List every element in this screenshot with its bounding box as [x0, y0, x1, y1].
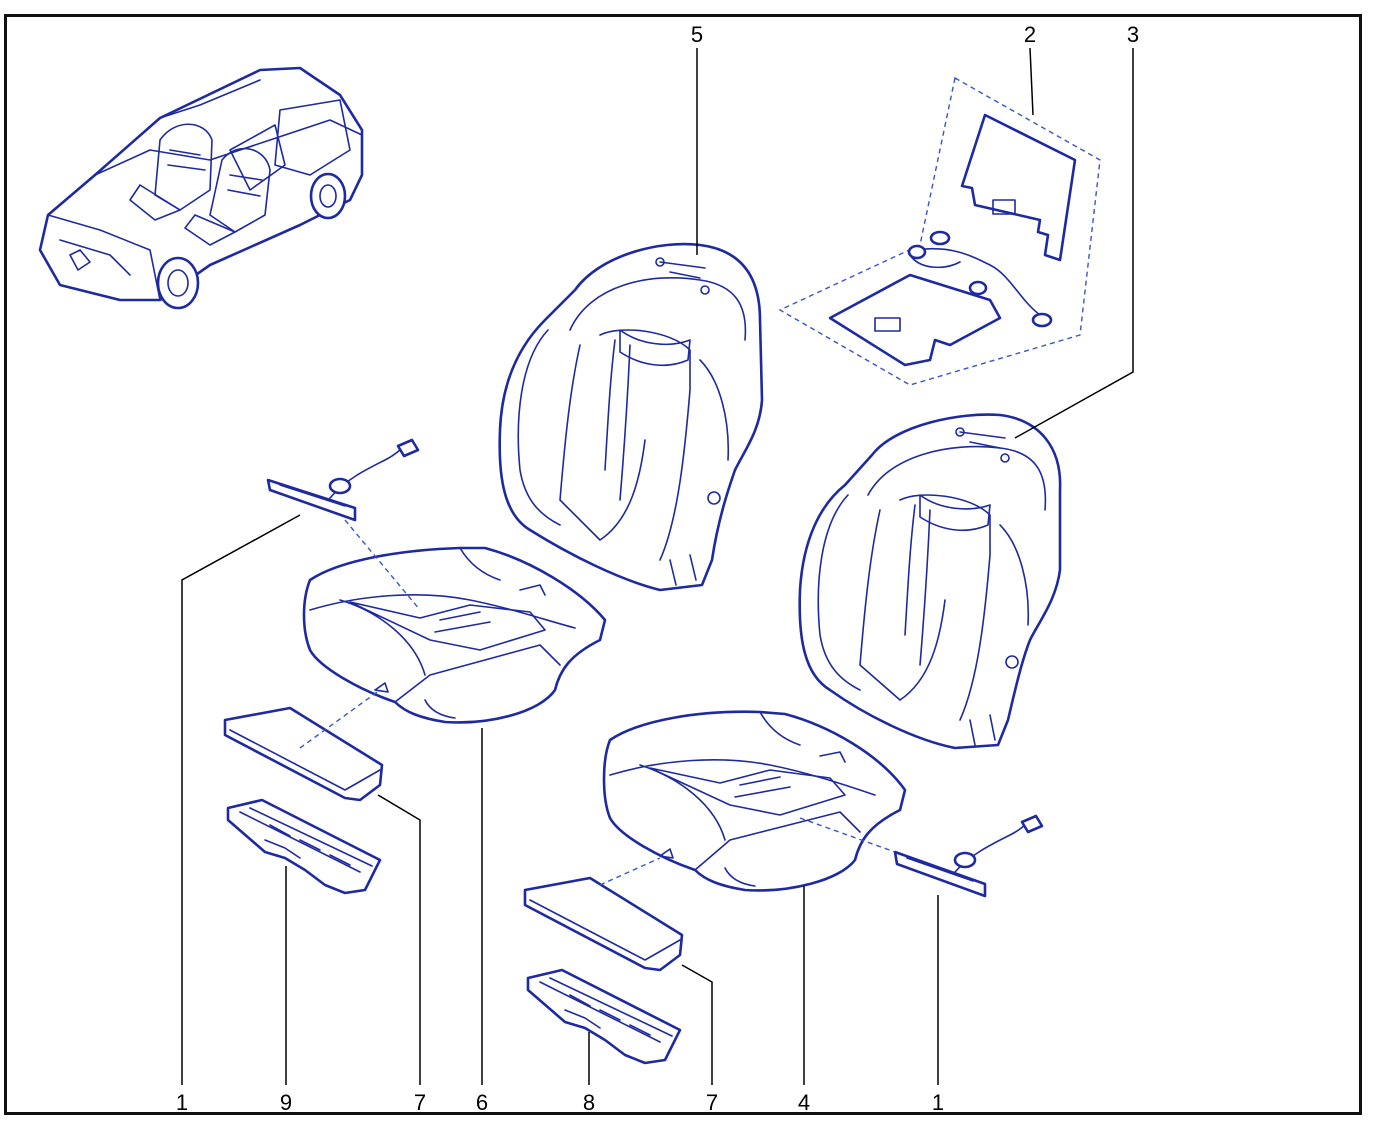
vehicle-thumbnail-icon: [38, 66, 364, 310]
callout-labels: 5 2 3 1 9 7 6 8 7 4 1: [176, 22, 1139, 1115]
callout-6: 6: [476, 1090, 488, 1115]
leader-lines: [181, 47, 1134, 1085]
callout-1-right: 1: [932, 1090, 944, 1115]
callout-4: 4: [798, 1090, 810, 1115]
callout-8: 8: [583, 1090, 595, 1115]
side-cushion-icon: [223, 706, 384, 802]
tray-icon: [526, 968, 682, 1065]
seat-back-icon: [798, 413, 1062, 750]
tray-icon: [226, 798, 382, 895]
callout-7-left: 7: [414, 1090, 426, 1115]
seat-cushion-icon: [302, 546, 607, 724]
callout-9: 9: [280, 1090, 292, 1115]
callout-7-right: 7: [706, 1090, 718, 1115]
wire-harness-icon: [266, 438, 420, 522]
heating-mat-icon: [778, 76, 1101, 386]
callout-2: 2: [1024, 22, 1036, 47]
callout-1-left: 1: [176, 1090, 188, 1115]
assembly-guide: [344, 519, 421, 611]
diagram-frame: [4, 14, 1362, 1115]
seat-cushion-icon: [602, 710, 907, 892]
assembly-guide: [599, 857, 661, 886]
side-cushion-icon: [523, 876, 684, 972]
assembly-guide: [799, 817, 896, 853]
callout-3: 3: [1127, 22, 1139, 47]
wire-harness-icon: [893, 814, 1044, 898]
callout-5: 5: [691, 22, 703, 47]
seat-back-icon: [498, 242, 764, 592]
assembly-guide: [299, 689, 381, 749]
